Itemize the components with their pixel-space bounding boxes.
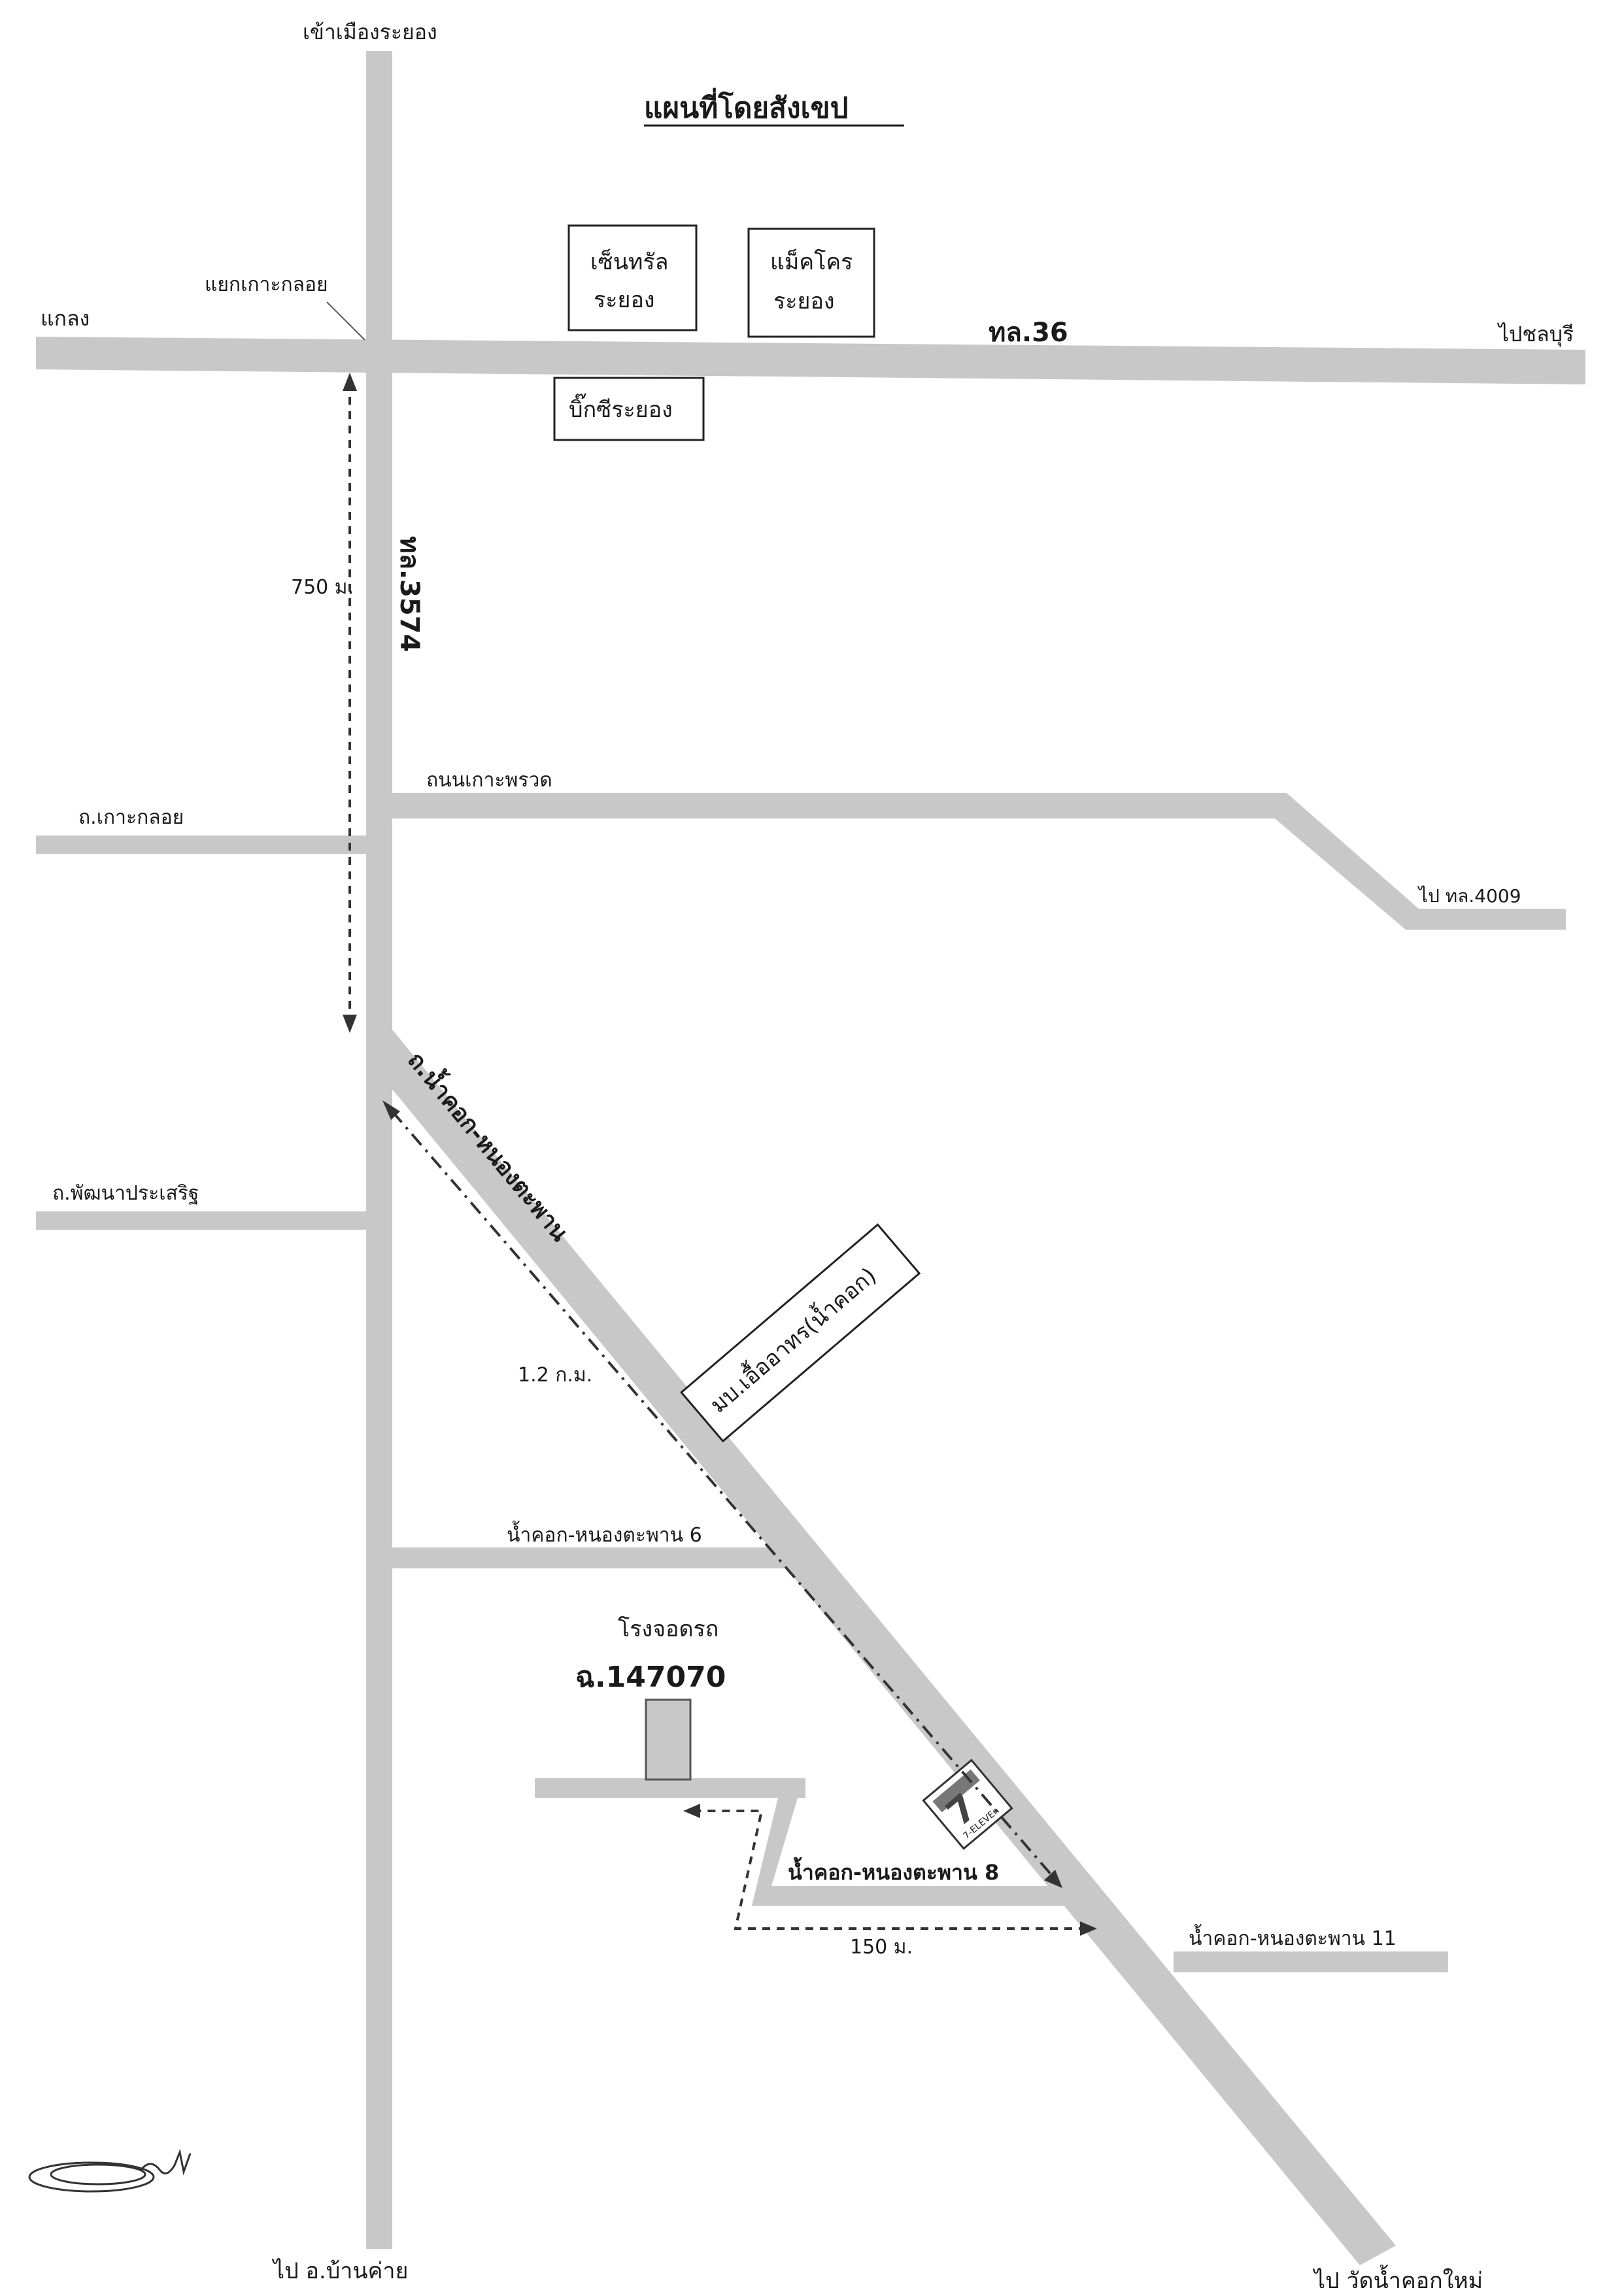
label-soi8: น้ำคอก-หนองตะพาน 8 xyxy=(788,1857,999,1885)
makro-box xyxy=(747,228,875,338)
label-ko-kloi-junction: แยกเกาะกลอย xyxy=(205,273,328,296)
village-box: มบ.เอื้ออาทร(น้ำคอก) xyxy=(680,1223,921,1443)
garage-label: โรงจอดรถ xyxy=(618,1616,719,1642)
distance-150-marker xyxy=(683,1804,1097,1936)
road-hwy36 xyxy=(36,337,1585,384)
road-namkhok-nongtaphan xyxy=(367,1030,1396,2265)
makro-line1: แม็คโคร xyxy=(770,248,853,275)
central-box xyxy=(567,224,698,331)
junction-pointer xyxy=(326,301,365,341)
road-soi8 xyxy=(535,1778,1105,1906)
bigc-label: บิ๊กซีระยอง xyxy=(569,393,673,423)
label-ko-kloi-road: ถ.เกาะกลอย xyxy=(78,806,184,829)
central-line1: เซ็นทรัล xyxy=(590,248,668,275)
garage-building xyxy=(645,1698,692,1781)
road-network xyxy=(36,51,1585,2265)
label-distance-1200: 1.2 ก.ม. xyxy=(518,1364,592,1387)
label-soi6: น้ำคอก-หนองตะพาน 6 xyxy=(507,1521,702,1547)
garage-code: ฉ.147070 xyxy=(575,1661,726,1694)
map-title: แผนที่โดยสังเขป xyxy=(644,88,849,125)
makro-line2: ระยอง xyxy=(773,288,834,314)
label-distance-750: 750 ม. xyxy=(291,576,354,599)
road-ko-phruat xyxy=(379,793,1566,930)
label-namkhok-nongtaphan-road: ถ.น้ำคอก-หนองตะพาน xyxy=(402,1044,577,1247)
label-ko-phruat-road: ถนนเกาะพรวด xyxy=(426,769,552,792)
label-hwy3574: ทล.3574 xyxy=(394,536,424,652)
label-phatthana-prasoet: ถ.พัฒนาประเสริฐ xyxy=(52,1182,199,1205)
label-soi11: น้ำคอก-หนองตะพาน 11 xyxy=(1189,1924,1396,1950)
road-hwy3574 xyxy=(366,51,392,2249)
central-line2: ระยอง xyxy=(594,287,654,313)
label-hwy36: ทล.36 xyxy=(989,318,1068,348)
road-ko-kloi xyxy=(36,836,373,854)
label-to-klaeng: แกลง xyxy=(41,306,90,331)
distance-1200-marker xyxy=(382,1100,1062,1888)
label-to-rayong-city: เข้าเมืองระยอง xyxy=(303,20,437,44)
label-distance-150: 150 ม. xyxy=(850,1936,913,1959)
signature-mark xyxy=(28,2148,192,2193)
label-to-chonburi: ไปชลบุรี xyxy=(1497,322,1574,347)
distance-750-marker xyxy=(343,373,357,1033)
road-soi11 xyxy=(1174,1951,1448,1972)
road-phatthana-prasoet xyxy=(36,1211,373,1230)
label-to-wat-namkhok-mai: ไป วัดน้ำคอกใหม่ xyxy=(1312,2265,1483,2294)
bigc-box xyxy=(553,377,705,441)
label-to-hwy4009: ไป ทล.4009 xyxy=(1417,885,1521,907)
village-label: มบ.เอื้ออาทร(น้ำคอก) xyxy=(703,1260,882,1418)
label-to-ban-khai: ไป อ.บ้านค่าย xyxy=(271,2258,408,2284)
road-soi6 xyxy=(379,1547,798,1568)
